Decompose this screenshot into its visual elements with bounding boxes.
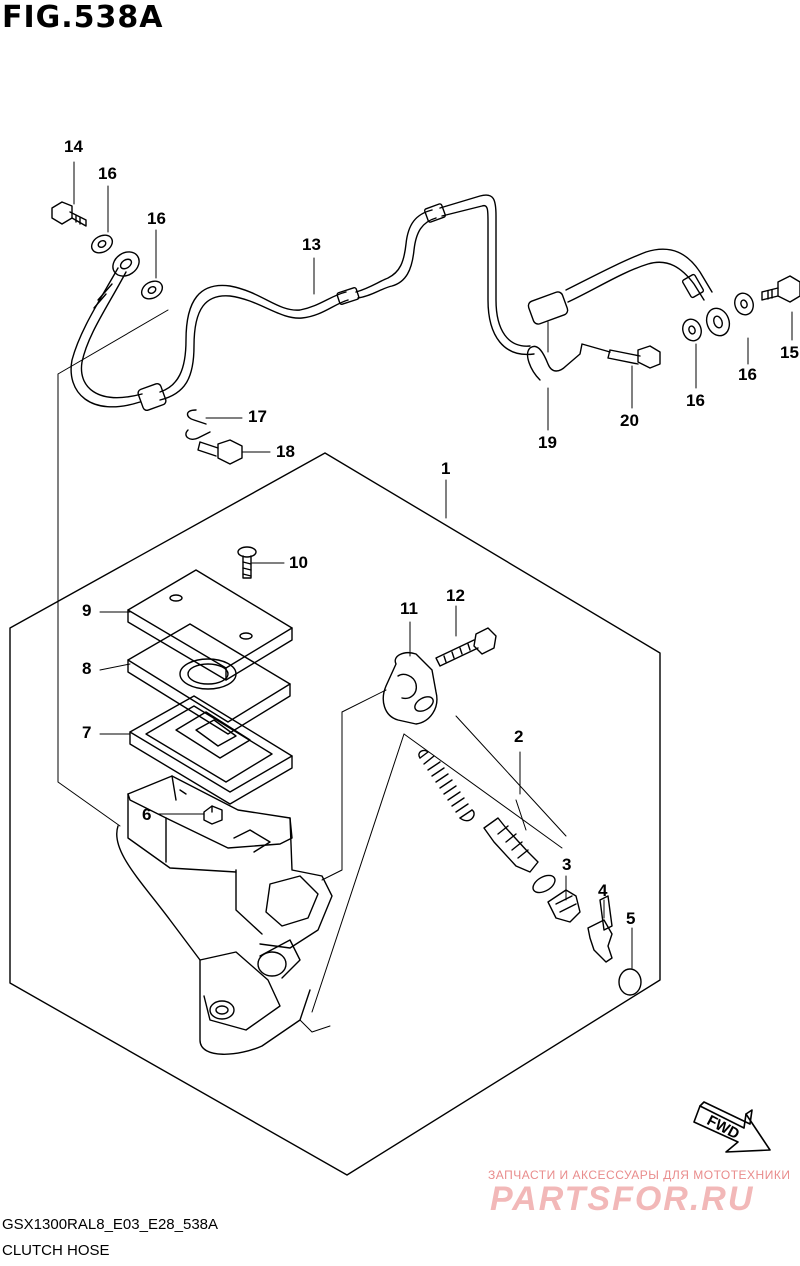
part-17-clip bbox=[185, 409, 211, 440]
callout-16b: 16 bbox=[147, 209, 166, 228]
leader-lines bbox=[57, 161, 793, 1033]
fwd-arrow bbox=[693, 1101, 771, 1153]
part-16-washer-a bbox=[90, 234, 114, 254]
part-16-washer-b bbox=[140, 280, 164, 300]
part-3-circlip bbox=[532, 874, 556, 894]
part-15-banjo-bolt bbox=[761, 275, 800, 303]
clutch-hose bbox=[70, 194, 731, 412]
figure-name: CLUTCH HOSE bbox=[2, 1242, 110, 1259]
callout-17: 17 bbox=[248, 407, 267, 426]
master-cylinder-body bbox=[116, 775, 333, 1055]
part-14-banjo-bolt bbox=[51, 201, 87, 227]
callout-16d: 16 bbox=[738, 365, 757, 384]
callout-7: 7 bbox=[82, 723, 92, 742]
watermark-brand: PARTSFOR.RU bbox=[490, 1180, 755, 1218]
part-18-bolt bbox=[197, 439, 243, 465]
part-10-screw bbox=[237, 546, 257, 579]
callout-20: 20 bbox=[620, 411, 639, 430]
part-20-bolt bbox=[607, 345, 661, 369]
callout-2: 2 bbox=[514, 727, 524, 746]
callout-13: 13 bbox=[302, 235, 321, 254]
part-3-boot bbox=[547, 889, 581, 923]
part-16-washer-d bbox=[734, 292, 754, 316]
callout-19: 19 bbox=[538, 433, 557, 452]
callout-9: 9 bbox=[82, 601, 92, 620]
callout-14: 14 bbox=[64, 137, 83, 156]
part-8-plate bbox=[127, 623, 291, 735]
part-12-bolt bbox=[435, 627, 497, 667]
part-5-cap bbox=[618, 968, 642, 996]
callout-6: 6 bbox=[142, 805, 152, 824]
callout-3: 3 bbox=[562, 855, 572, 874]
figure-code: GSX1300RAL8_E03_E28_538A bbox=[2, 1216, 219, 1233]
callout-8: 8 bbox=[82, 659, 92, 678]
callout-11: 11 bbox=[400, 599, 418, 618]
callout-18: 18 bbox=[276, 442, 295, 461]
callout-10: 10 bbox=[289, 553, 308, 572]
callout-15: 15 bbox=[780, 343, 799, 362]
part-11-holder bbox=[382, 652, 438, 725]
part-16-washer-c bbox=[682, 318, 702, 342]
part-19-clamp bbox=[526, 343, 611, 381]
watermark-tagline: ЗАПЧАСТИ И АКСЕССУАРЫ ДЛЯ МОТОТЕХНИКИ bbox=[488, 1168, 791, 1182]
figure-title: FIG.538A bbox=[2, 0, 164, 35]
callout-16a: 16 bbox=[98, 164, 117, 183]
callout-5: 5 bbox=[626, 909, 636, 928]
part-7-diaphragm bbox=[129, 695, 293, 805]
part-2-piston-spring bbox=[418, 749, 539, 873]
callout-16c: 16 bbox=[686, 391, 705, 410]
callout-4: 4 bbox=[598, 881, 608, 900]
callout-12: 12 bbox=[446, 586, 465, 605]
part-4-pushrod bbox=[587, 895, 613, 963]
part-6-insulator bbox=[203, 805, 223, 825]
assembly-outline bbox=[9, 452, 661, 1176]
part-9-reservoir-cap bbox=[127, 569, 293, 681]
callout-1: 1 bbox=[441, 459, 451, 478]
